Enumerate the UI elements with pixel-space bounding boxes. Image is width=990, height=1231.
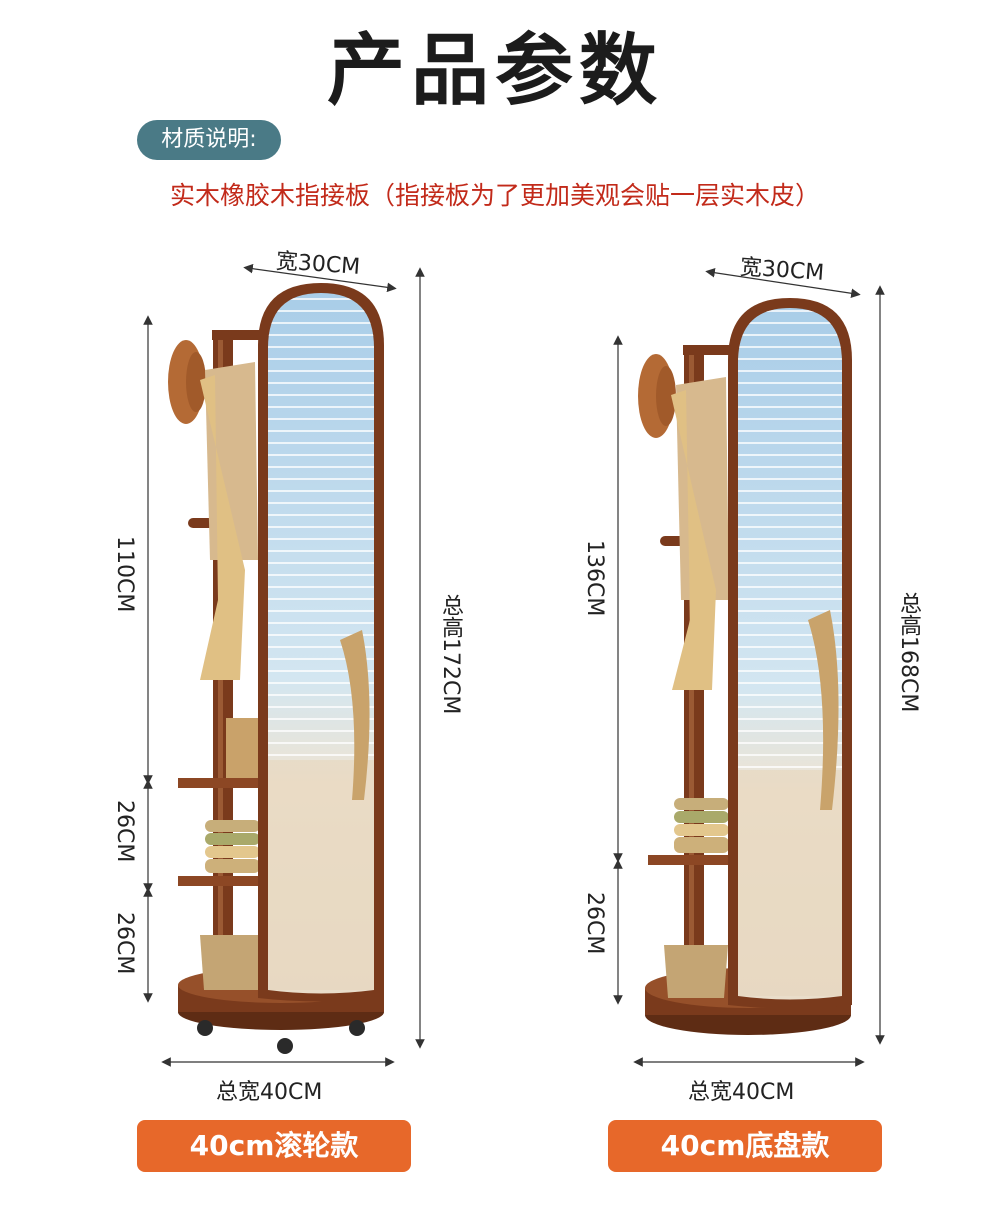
product-1-stand: [168, 283, 384, 1054]
product-1-base-width-label: 总宽40CM: [216, 1080, 323, 1105]
product-2-stand: [638, 298, 852, 1035]
product-1-width-label: 宽30CM: [275, 249, 361, 280]
product-1-name-label: 40cm滚轮款: [137, 1120, 411, 1172]
material-badge: 材质说明:: [137, 120, 281, 160]
page-title: 产品参数: [326, 26, 663, 116]
product-1-upper-height-label: 110CM: [112, 536, 137, 613]
product-2-low-height-label: 26CM: [582, 892, 607, 955]
product-2-width-label: 宽30CM: [739, 255, 825, 286]
product-1-dimension-lines: [143, 263, 425, 1067]
product-2-total-height-label: 总高168CM: [896, 592, 921, 713]
product-2-upper-height-label: 136CM: [582, 540, 607, 617]
product-2-name-label: 40cm底盘款: [608, 1120, 882, 1172]
material-description: 实木橡胶木指接板（指接板为了更加美观会贴一层实木皮）: [169, 181, 820, 210]
product-2-dimension-lines: [613, 267, 885, 1067]
product-2-base-width-label: 总宽40CM: [688, 1080, 795, 1105]
product-1-low-height-label: 26CM: [112, 912, 137, 975]
product-1-mid-height-label: 26CM: [112, 800, 137, 863]
product-1-total-height-label: 总高172CM: [438, 594, 463, 715]
